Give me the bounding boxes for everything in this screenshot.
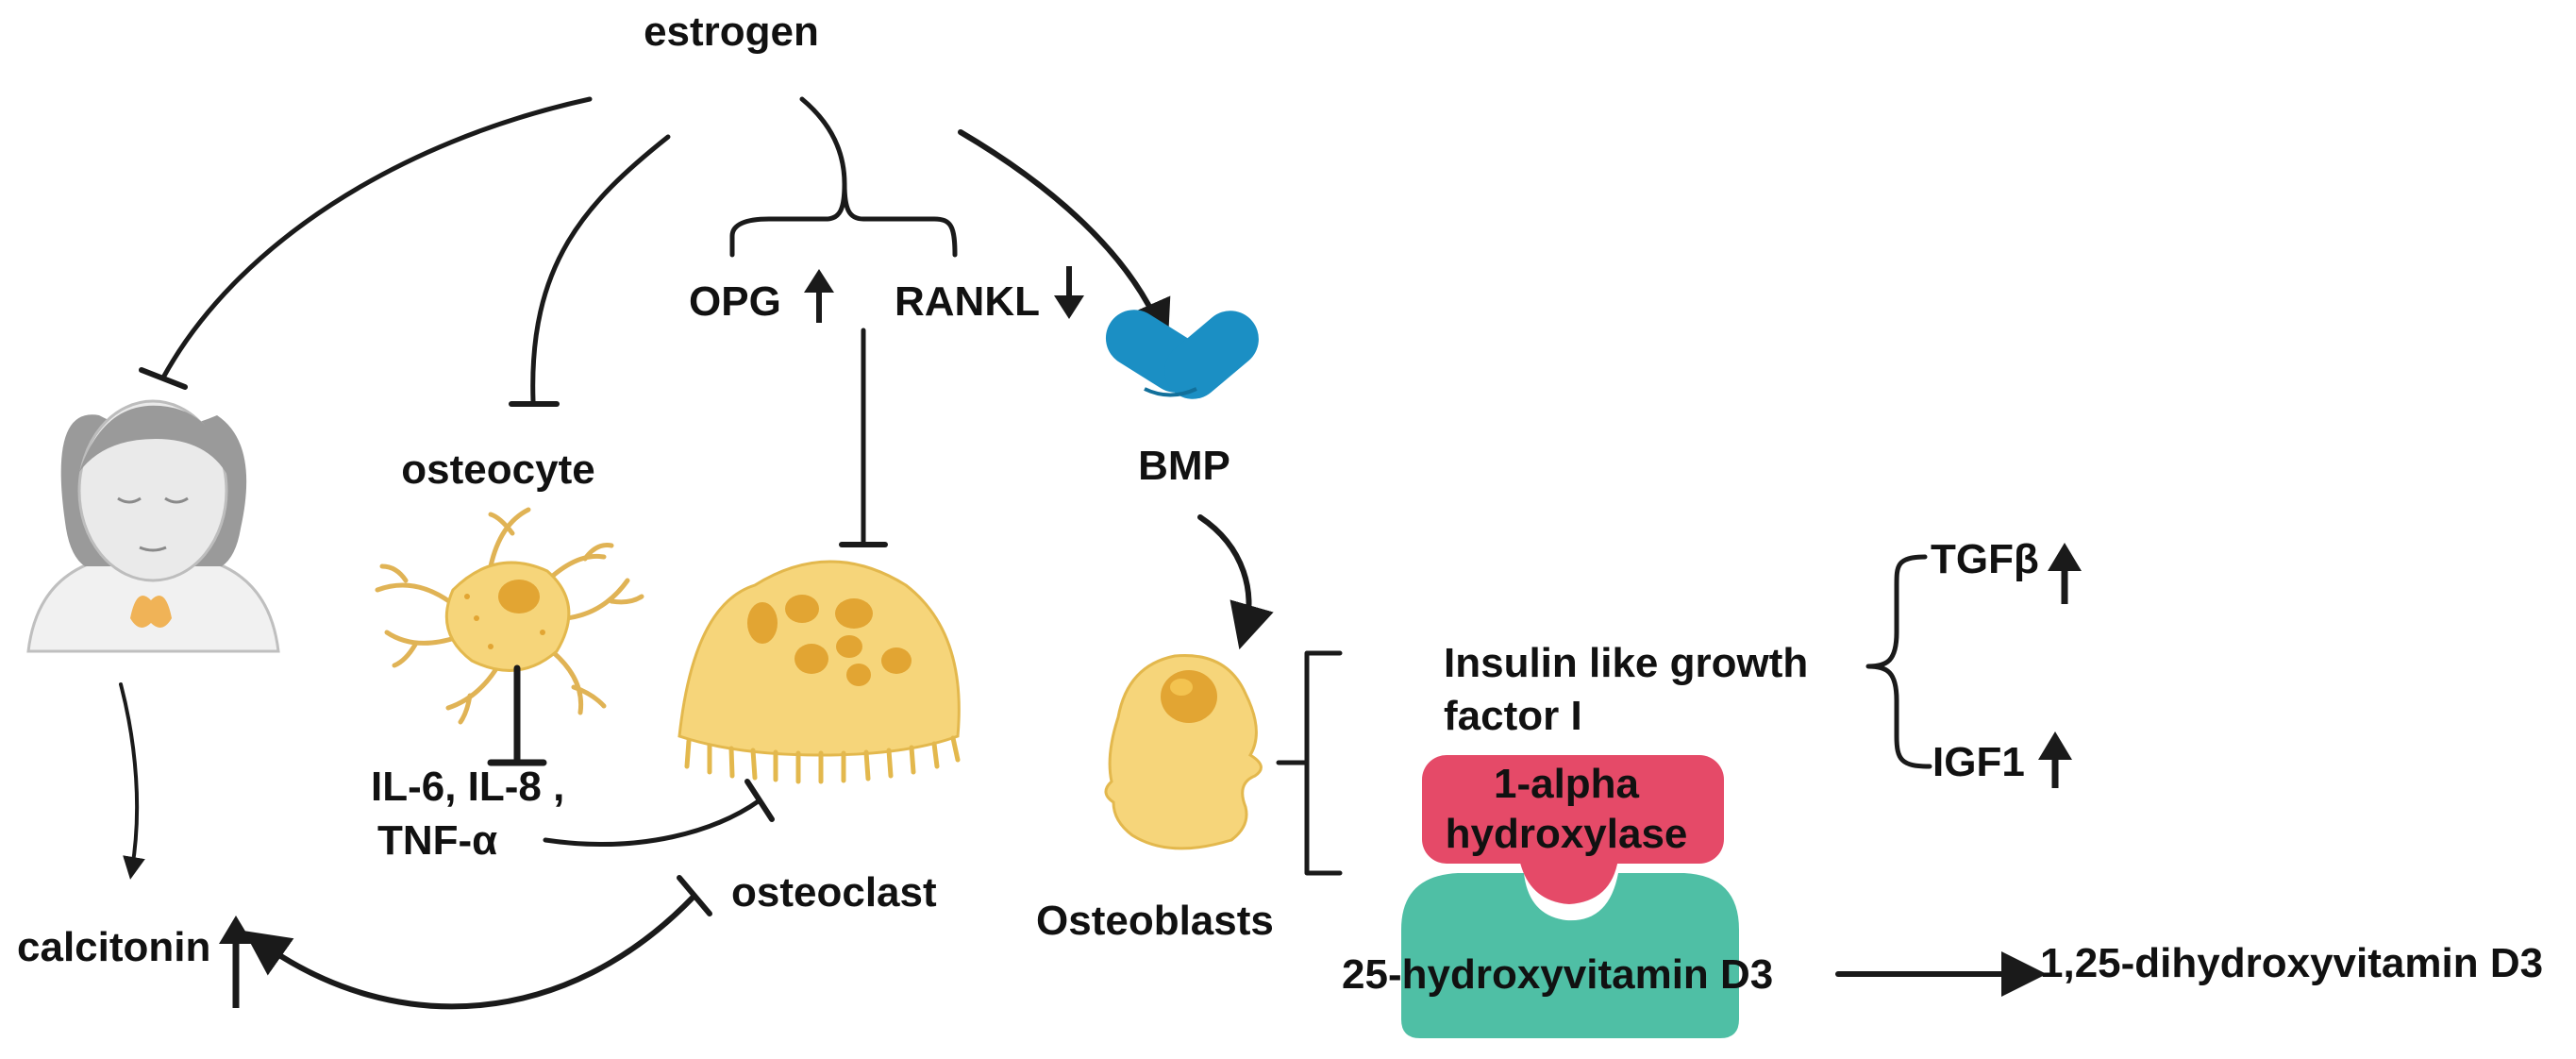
igf1-up-arrow-icon	[2038, 731, 2072, 788]
inhibit-line-thyroid	[160, 96, 593, 380]
opg-label: OPG	[689, 278, 781, 325]
hydroxylase-label-line1: 1-alpha	[1494, 761, 1640, 807]
bmp-label: BMP	[1138, 443, 1230, 489]
osteoclast-cell-icon	[677, 560, 961, 784]
igf1-label: IGF1	[1932, 739, 2025, 785]
hydroxylase-enzyme-icon	[1401, 755, 1739, 1038]
osteoblast-cell-icon	[1104, 654, 1263, 850]
inhibit-bar-calcitonin-osteoclast	[677, 875, 712, 916]
estrogen-label: estrogen	[644, 8, 819, 55]
osteoblast-bracket	[1276, 650, 1343, 876]
arrow-bmp-osteoblast	[1197, 514, 1274, 650]
igf-label-line1: Insulin like growth	[1444, 640, 1808, 686]
inhibit-line-cytokines-osteoclast	[543, 798, 762, 847]
rankl-label: RANKL	[895, 278, 1040, 325]
inhibit-line-osteocyte	[530, 134, 671, 404]
vitd3-precursor-label: 25-hydroxyvitamin D3	[1342, 951, 1773, 998]
cytokines-label-line1: IL-6, IL-8 ,	[371, 764, 564, 810]
calcitonin-osteoclast-line	[243, 894, 696, 1010]
woman-thyroid-icon	[26, 399, 280, 653]
hydroxylase-label-line2: hydroxylase	[1446, 811, 1688, 857]
estrogen-to-brace	[799, 96, 847, 187]
osteoclast-label: osteoclast	[731, 869, 937, 916]
rankl-down-arrow-icon	[1054, 266, 1084, 319]
osteocyte-label: osteocyte	[401, 446, 594, 493]
tgfb-label: TGFβ	[1931, 536, 2039, 582]
arrow-thyroid-calcitonin	[119, 682, 145, 880]
cytokines-label-line2: TNF-α	[377, 817, 497, 864]
igf-label-line2: factor I	[1444, 693, 1582, 739]
inhibit-bar-thyroid	[139, 367, 188, 390]
inhibit-bar-cytokines-osteoclast	[744, 779, 775, 822]
calcitonin-label: calcitonin	[17, 924, 210, 970]
calcitonin-up-arrow-icon	[219, 916, 253, 1008]
osteoblasts-label: Osteoblasts	[1036, 898, 1274, 944]
bmp-receptor-icon	[1105, 310, 1259, 399]
vitd3-active-label: 1,25-dihydroxyvitamin D3	[2040, 940, 2543, 986]
tgfb-up-arrow-icon	[2048, 543, 2082, 604]
osteocyte-cell-icon	[375, 507, 644, 725]
arrow-estrogen-bmp	[958, 129, 1171, 346]
curly-brace-tgfb-igf1	[1865, 554, 1932, 769]
opg-up-arrow-icon	[804, 269, 834, 323]
brace-opg-rankl	[729, 181, 958, 258]
